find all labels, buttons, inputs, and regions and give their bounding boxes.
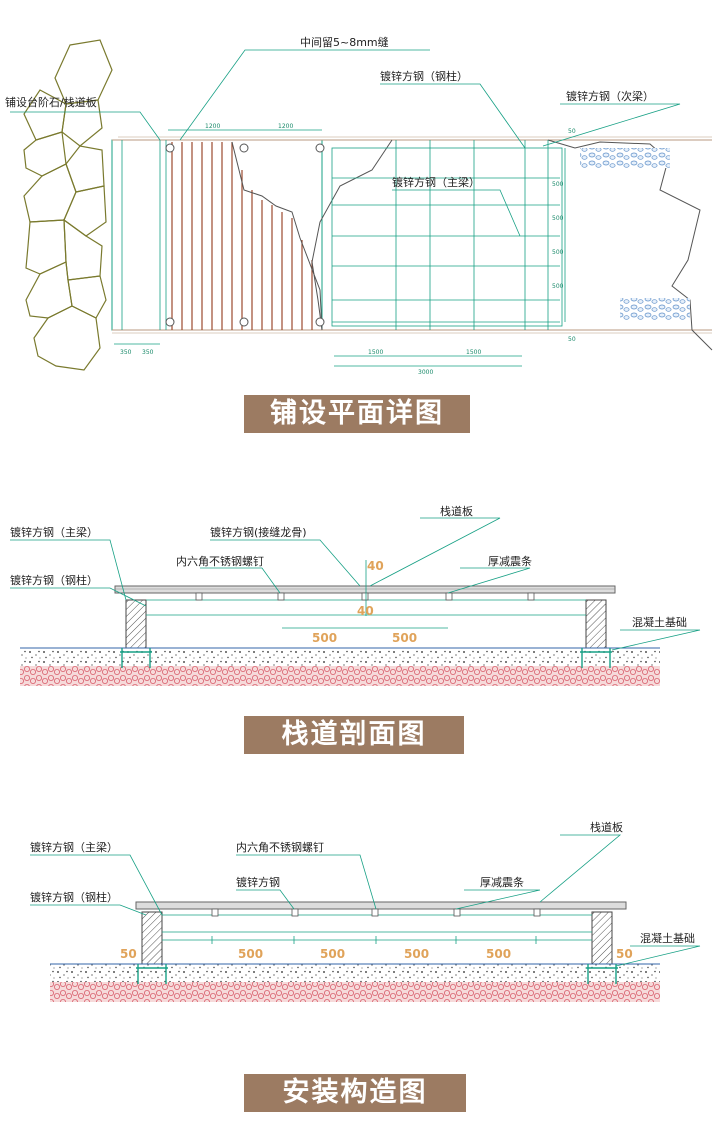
deck-frame bbox=[111, 136, 712, 334]
label-plan-main-beam: 镀锌方钢（主梁） bbox=[392, 175, 480, 189]
dim-bottom-left-a: 350 bbox=[120, 349, 132, 356]
dim-install-span-3: 500 bbox=[404, 947, 429, 961]
label-install-board: 栈道板 bbox=[590, 820, 623, 834]
install-leaders bbox=[30, 834, 701, 967]
label-install-steel: 镀锌方钢 bbox=[236, 875, 280, 889]
dim-section-span-a: 500 bbox=[312, 631, 337, 645]
label-step-stone: 铺设台阶石/栈道板 bbox=[5, 95, 97, 109]
label-install-main-beam: 镀锌方钢（主梁） bbox=[30, 840, 118, 854]
dim-bottom-mid-a: 1500 bbox=[368, 349, 383, 356]
steel-grid bbox=[331, 140, 563, 330]
label-install-bolt: 内六角不锈钢螺钉 bbox=[236, 840, 324, 854]
label-section-joint-keel: 镀锌方钢(接缝龙骨) bbox=[210, 525, 307, 539]
label-section-board: 栈道板 bbox=[440, 504, 473, 518]
section-left-column bbox=[125, 599, 147, 651]
install-drawing: 栈道板 镀锌方钢（主梁） 内六角不锈钢螺钉 镀锌方钢 厚减震条 镀锌方钢（钢柱）… bbox=[30, 820, 701, 1002]
install-joist-clips bbox=[211, 908, 541, 917]
label-section-main-beam: 镀锌方钢（主梁） bbox=[10, 525, 98, 539]
label-section-concrete: 混凝土基础 bbox=[632, 615, 687, 629]
label-gap: 中间留5~8mm缝 bbox=[300, 35, 389, 49]
section-joist-clips bbox=[195, 592, 535, 601]
pebble-area-top bbox=[580, 148, 670, 168]
label-install-concrete: 混凝土基础 bbox=[640, 931, 695, 945]
stone-wall bbox=[23, 39, 113, 371]
dim-section-gap-top: 40 bbox=[367, 559, 384, 573]
label-plan-column: 镀锌方钢（钢柱） bbox=[380, 69, 468, 83]
install-title-banner: 安装构造图 bbox=[244, 1074, 466, 1112]
section-soil bbox=[20, 666, 660, 686]
dim-install-left-offset: 50 bbox=[120, 947, 137, 961]
install-right-column bbox=[591, 911, 613, 965]
dim-right-row-2: 500 bbox=[552, 215, 564, 222]
dim-top-right: 1200 bbox=[278, 123, 293, 130]
board-strips bbox=[171, 142, 313, 330]
dim-top-left: 1200 bbox=[205, 123, 220, 130]
plan-drawing: 中间留5~8mm缝 铺设台阶石/栈道板 镀锌方钢（钢柱） 镀锌方钢（次梁） 镀锌… bbox=[5, 35, 713, 376]
bolt-markers bbox=[165, 143, 325, 327]
cutaway-outline bbox=[231, 139, 713, 351]
dim-right-bottom: 50 bbox=[568, 336, 576, 343]
install-left-column bbox=[141, 911, 163, 965]
pebble-area-bottom bbox=[620, 298, 690, 320]
dim-right-row-4: 500 bbox=[552, 283, 564, 290]
dim-bottom-total: 3000 bbox=[418, 369, 433, 376]
dim-right-top: 50 bbox=[568, 128, 576, 135]
section-anchor-plates bbox=[120, 648, 612, 668]
section-right-column bbox=[585, 599, 607, 651]
dim-bottom-left-b: 350 bbox=[142, 349, 154, 356]
install-gravel bbox=[50, 964, 660, 982]
plan-leaders bbox=[10, 49, 681, 367]
section-leaders bbox=[10, 517, 701, 651]
label-section-bolt: 内六角不锈钢螺钉 bbox=[176, 554, 264, 568]
label-section-damping: 厚减震条 bbox=[488, 554, 532, 568]
section-gravel bbox=[20, 648, 660, 666]
install-soil bbox=[50, 982, 660, 1002]
dim-section-span-b: 500 bbox=[392, 631, 417, 645]
dim-install-right-offset: 50 bbox=[616, 947, 633, 961]
install-anchor-plates bbox=[136, 964, 618, 984]
dim-right-row-3: 500 bbox=[552, 249, 564, 256]
label-install-column: 镀锌方钢（钢柱） bbox=[30, 890, 118, 904]
plan-title-banner: 铺设平面详图 bbox=[244, 395, 470, 433]
label-section-column: 镀锌方钢（钢柱） bbox=[10, 573, 98, 587]
label-plan-secondary-beam: 镀锌方钢（次梁） bbox=[566, 89, 654, 103]
label-install-damping: 厚减震条 bbox=[480, 875, 524, 889]
dim-install-span-1: 500 bbox=[238, 947, 263, 961]
dim-install-span-2: 500 bbox=[320, 947, 345, 961]
dim-bottom-mid-b: 1500 bbox=[466, 349, 481, 356]
dim-right-row-1: 500 bbox=[552, 181, 564, 188]
section-drawing: 栈道板 镀锌方钢（主梁） 镀锌方钢(接缝龙骨) 内六角不锈钢螺钉 厚减震条 镀锌… bbox=[10, 504, 701, 686]
dim-install-span-4: 500 bbox=[486, 947, 511, 961]
dim-section-gap-bottom: 40 bbox=[357, 604, 374, 618]
section-title-banner: 栈道剖面图 bbox=[244, 716, 464, 754]
